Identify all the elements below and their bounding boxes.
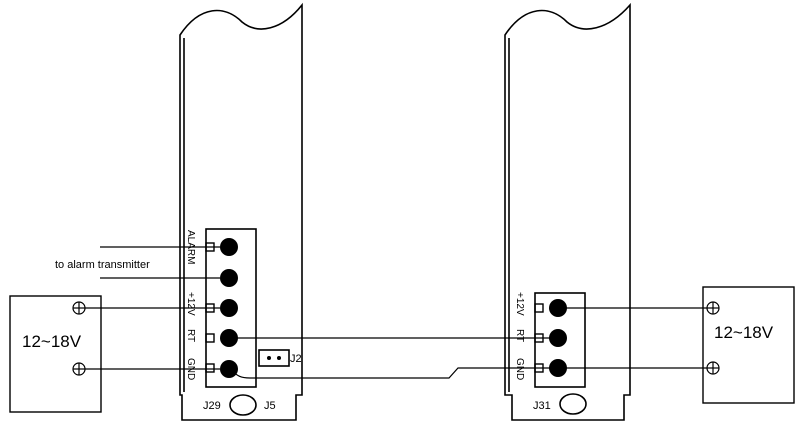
j29-pins [205, 238, 238, 378]
j29-terminal [220, 238, 238, 256]
left-power-supply: 12~18V [9, 295, 102, 413]
j29-pin-tab [205, 363, 215, 373]
j29-terminal [220, 269, 238, 287]
right-board-outline [504, 2, 631, 421]
left-supply-voltage: 12~18V [22, 332, 82, 351]
terminal-label-12v: +12V [185, 292, 196, 316]
alarm-transmitter-note: to alarm transmitter [55, 259, 150, 271]
left-mounting-hole [229, 394, 257, 416]
j29-label: J29 [203, 400, 221, 412]
right-board: +12V RT GND J31 [504, 2, 631, 421]
terminal-label-gnd-right: GND [514, 358, 525, 380]
right-supply-voltage: 12~18V [714, 323, 774, 342]
j29-terminal [220, 299, 238, 317]
left-board: ALARM +12V RT GND J2 J29 J5 [179, 2, 303, 421]
right-mounting-hole [559, 393, 587, 415]
wires [85, 246, 707, 379]
terminal-label-12v-right: +12V [514, 292, 525, 316]
j2-pin [267, 356, 271, 360]
left-board-outline [179, 2, 303, 421]
j31-pin-tab [534, 303, 544, 313]
j5-label: J5 [264, 400, 276, 412]
gnd-link-wire [228, 367, 558, 379]
j2-jumper [258, 349, 290, 367]
terminal-label-rt: RT [185, 329, 196, 342]
right-supply-box [702, 286, 795, 404]
j2-pin [277, 356, 281, 360]
left-supply-box [9, 295, 102, 413]
j31-label: J31 [533, 400, 551, 412]
right-power-supply: 12~18V [702, 286, 795, 404]
terminal-label-rt-right: RT [514, 329, 525, 342]
j2-label: J2 [290, 353, 302, 365]
j29-pin-tab [205, 333, 215, 343]
